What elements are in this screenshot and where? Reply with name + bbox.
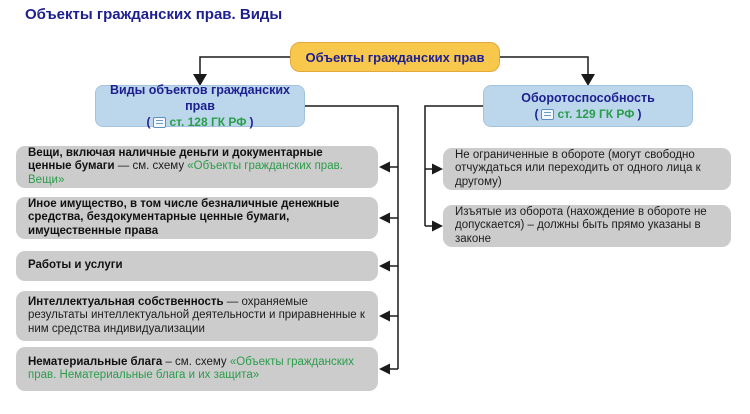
branch-node-transferability: Оборотоспособность ( ст. 129 ГК РФ ) xyxy=(483,85,693,127)
item-regular-text: — охраняемые результаты интеллектуальной… xyxy=(28,295,365,335)
item-bold-text: Работы и услуги xyxy=(28,259,123,272)
item-text: Изъятые из оборота (нахождение в обороте… xyxy=(455,205,707,245)
item-bold-text: Вещи, включая наличные деньги и документ… xyxy=(28,146,323,173)
list-item-intangible-benefits: Нематериальные блага – см. схему «Объект… xyxy=(16,347,378,391)
item-bold-text: Нематериальные блага xyxy=(28,355,163,368)
scheme-link-things[interactable]: «Объекты гражданских прав. Вещи» xyxy=(28,160,343,186)
branch-types-ref: ( ст. 128 ГК РФ ) xyxy=(146,114,253,130)
ref-open-paren: ( xyxy=(534,107,539,121)
article-icon xyxy=(153,116,167,128)
item-regular-text: — см. схему xyxy=(114,160,188,173)
list-item-withdrawn: Изъятые из оборота (нахождение в обороте… xyxy=(443,205,731,247)
article-icon xyxy=(541,108,555,120)
item-regular-text: – см. схему xyxy=(162,355,230,368)
list-item-other-property: Иное имущество, в том числе безналичные … xyxy=(16,197,378,239)
article-129-link[interactable]: ст. 129 ГК РФ xyxy=(557,107,635,121)
root-node: Объекты гражданских прав xyxy=(290,42,500,72)
branch-transferability-title: Оборотоспособность xyxy=(521,91,655,105)
ref-open-paren: ( xyxy=(146,115,151,129)
branch-types-title: Виды объектов гражданских прав xyxy=(110,83,290,113)
item-bold-text: Интеллектуальная собственность xyxy=(28,295,224,308)
list-item-things: Вещи, включая наличные деньги и документ… xyxy=(16,146,378,188)
root-node-label: Объекты гражданских прав xyxy=(305,49,485,65)
branch-node-types: Виды объектов гражданских прав ( ст. 128… xyxy=(95,83,305,130)
list-item-works-services: Работы и услуги xyxy=(16,251,378,281)
ref-close-paren: ) xyxy=(249,115,254,129)
item-text: Не ограниченные в обороте (могут свободн… xyxy=(455,148,701,188)
scheme-link-intangible[interactable]: «Объекты гражданских прав. Нематериальны… xyxy=(28,355,354,382)
item-bold-text: Иное имущество, в том числе безналичные … xyxy=(28,197,340,237)
page-title: Объекты гражданских прав. Виды xyxy=(25,6,283,23)
list-item-intellectual-property: Интеллектуальная собственность — охраняе… xyxy=(16,291,378,341)
branch-transferability-ref: ( ст. 129 ГК РФ ) xyxy=(534,106,641,122)
article-128-link[interactable]: ст. 128 ГК РФ xyxy=(169,115,247,129)
ref-close-paren: ) xyxy=(637,107,642,121)
list-item-unrestricted: Не ограниченные в обороте (могут свободн… xyxy=(443,148,731,190)
